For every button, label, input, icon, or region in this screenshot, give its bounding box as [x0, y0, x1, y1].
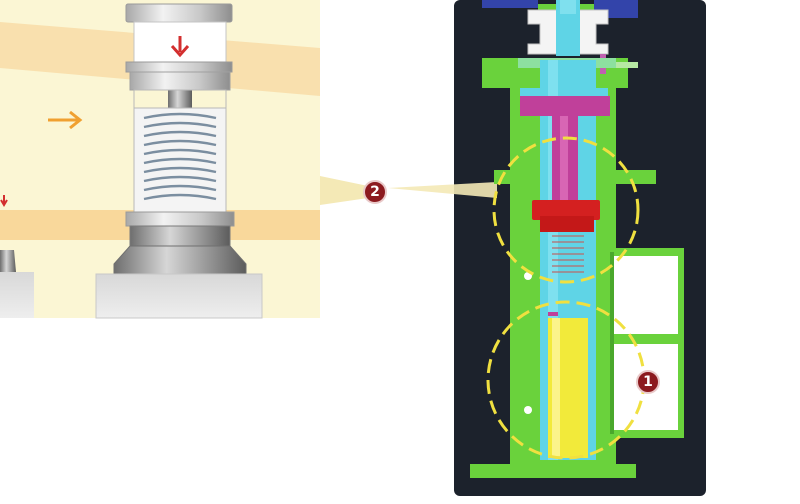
callout-badge-2: 2: [363, 180, 387, 204]
callout-label: 1: [643, 374, 653, 390]
side-housing: [606, 248, 684, 438]
highlight-circle-2: [492, 136, 640, 284]
callout-label: 2: [370, 184, 380, 200]
cabinet-panel: [388, 0, 706, 496]
motor-block-left: [482, 0, 538, 8]
small-arrow-down-icon: [0, 199, 8, 207]
callout-badge-1: 1: [636, 370, 660, 394]
spring-fixture: [95, 3, 263, 319]
rod: [548, 312, 588, 458]
fixture-base: [95, 273, 263, 319]
callout-beam-right: [388, 182, 497, 198]
arrow-down-icon: [170, 36, 190, 58]
indicator-dot: [524, 406, 532, 414]
left-partial-fixture: [0, 195, 34, 318]
piston: [520, 96, 610, 200]
callout-beam-left: [320, 176, 368, 205]
nut: [532, 200, 600, 273]
arrow-right-icon: [48, 110, 83, 130]
spring-icon: [143, 112, 217, 201]
zoom-panel: [0, 0, 368, 319]
